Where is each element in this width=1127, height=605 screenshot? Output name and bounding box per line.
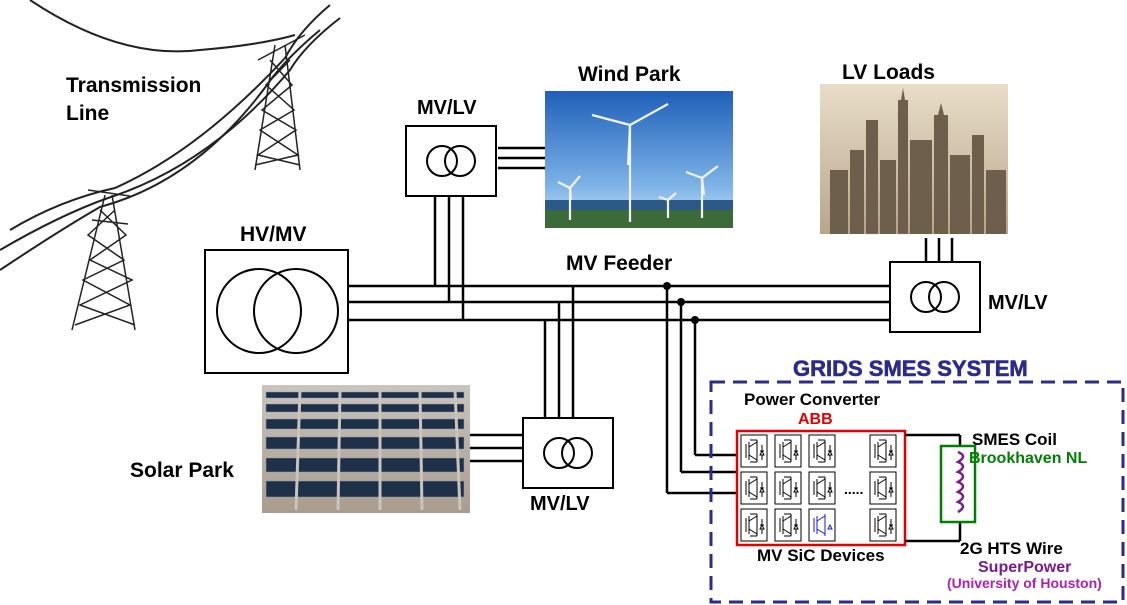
mv-lv-right-transformer	[889, 261, 981, 333]
mv-sic-devices-label: MV SiC Devices	[757, 546, 885, 565]
mv-feeder-bus	[348, 146, 954, 495]
mv-feeder-label: MV Feeder	[566, 252, 672, 275]
mv-lv-right-label: MV/LV	[988, 292, 1048, 314]
tower-upper	[254, 34, 306, 171]
lv-loads-photo	[820, 84, 1008, 234]
smes-title-backdrop	[788, 355, 1072, 379]
bus-junction-dots	[663, 282, 699, 324]
tower-lower	[71, 189, 136, 331]
abb-label: ABB	[798, 411, 833, 428]
power-converter-label: Power Converter	[744, 390, 880, 409]
power-converter	[735, 429, 907, 547]
mv-lv-top-transformer	[405, 125, 497, 197]
lv-loads-label: LV Loads	[842, 61, 935, 84]
converter-ellipsis: .....	[844, 481, 863, 497]
solar-park-photo	[262, 385, 470, 513]
mv-lv-bottom-label: MV/LV	[530, 493, 590, 515]
transmission-line-label-2: Line	[66, 102, 109, 125]
university-of-houston-label: (University of Houston)	[947, 575, 1102, 591]
hv-mv-transformer	[204, 249, 349, 374]
solar-park-label: Solar Park	[130, 459, 234, 482]
mv-lv-bottom-transformer	[522, 417, 614, 489]
transmission-line-label-1: Transmission	[66, 74, 201, 97]
hv-mv-label: HV/MV	[240, 223, 307, 246]
wind-park-label: Wind Park	[578, 63, 681, 86]
smes-title: GRIDS SMES SYSTEM	[793, 356, 1028, 381]
mv-lv-top-label: MV/LV	[417, 97, 477, 119]
smes-system-boundary	[709, 380, 1125, 604]
wind-park-photo	[545, 91, 733, 228]
hts-wire-label: 2G HTS Wire	[960, 539, 1063, 558]
smes-coil	[905, 433, 977, 543]
brookhaven-label: Brookhaven NL	[969, 450, 1087, 467]
smes-coil-label: SMES Coil	[972, 430, 1057, 449]
superpower-label: SuperPower	[978, 559, 1071, 576]
